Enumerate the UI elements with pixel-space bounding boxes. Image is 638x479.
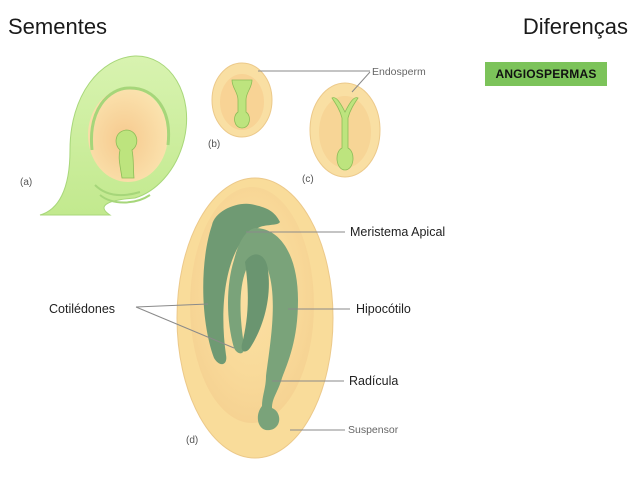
suspensor-label: Suspensor [348, 424, 399, 436]
panel-b-seed: (b) [208, 62, 273, 150]
ovule-micropyle-lines [94, 184, 151, 204]
endosperm-label: Endosperm [372, 66, 426, 78]
embryo-d-axis [228, 228, 298, 431]
embryo-b [231, 79, 253, 129]
panel-a-label: (a) [20, 177, 32, 188]
panel-d-label: (d) [186, 435, 198, 446]
embryo-d-inner-cotyledon [241, 254, 269, 352]
panel-c-seed: (c) [302, 82, 381, 185]
cotiledones-label: Cotilédones [49, 302, 115, 316]
meristema-apical-label: Meristema Apical [350, 225, 445, 239]
panel-b-label: (b) [208, 139, 220, 150]
suspensor-callout: Suspensor [290, 424, 399, 436]
angiospermas-badge: ANGIOSPERMAS [485, 62, 607, 86]
endosperm-callout: Endosperm [258, 66, 426, 93]
meristema-callout: Meristema Apical [246, 225, 445, 239]
embryo-a [115, 129, 138, 179]
slide-title-left: Sementes [8, 14, 108, 39]
embryo-d-outer-cotyledon [203, 203, 280, 365]
panel-c-label: (c) [302, 174, 314, 185]
ovule-inner-layer [89, 86, 171, 151]
hipocotilo-label: Hipocótilo [356, 302, 411, 316]
radicula-callout: Radícula [272, 374, 398, 388]
embryo-c [331, 97, 359, 171]
panel-d-seed: (d) [176, 177, 334, 459]
hipocotilo-callout: Hipocótilo [288, 302, 411, 316]
cotiledones-callout: Cotilédones [49, 302, 235, 349]
radicula-label: Radícula [349, 374, 398, 388]
slide-title-right: Diferenças [522, 14, 628, 39]
panel-a-ovule: (a) [20, 55, 188, 216]
